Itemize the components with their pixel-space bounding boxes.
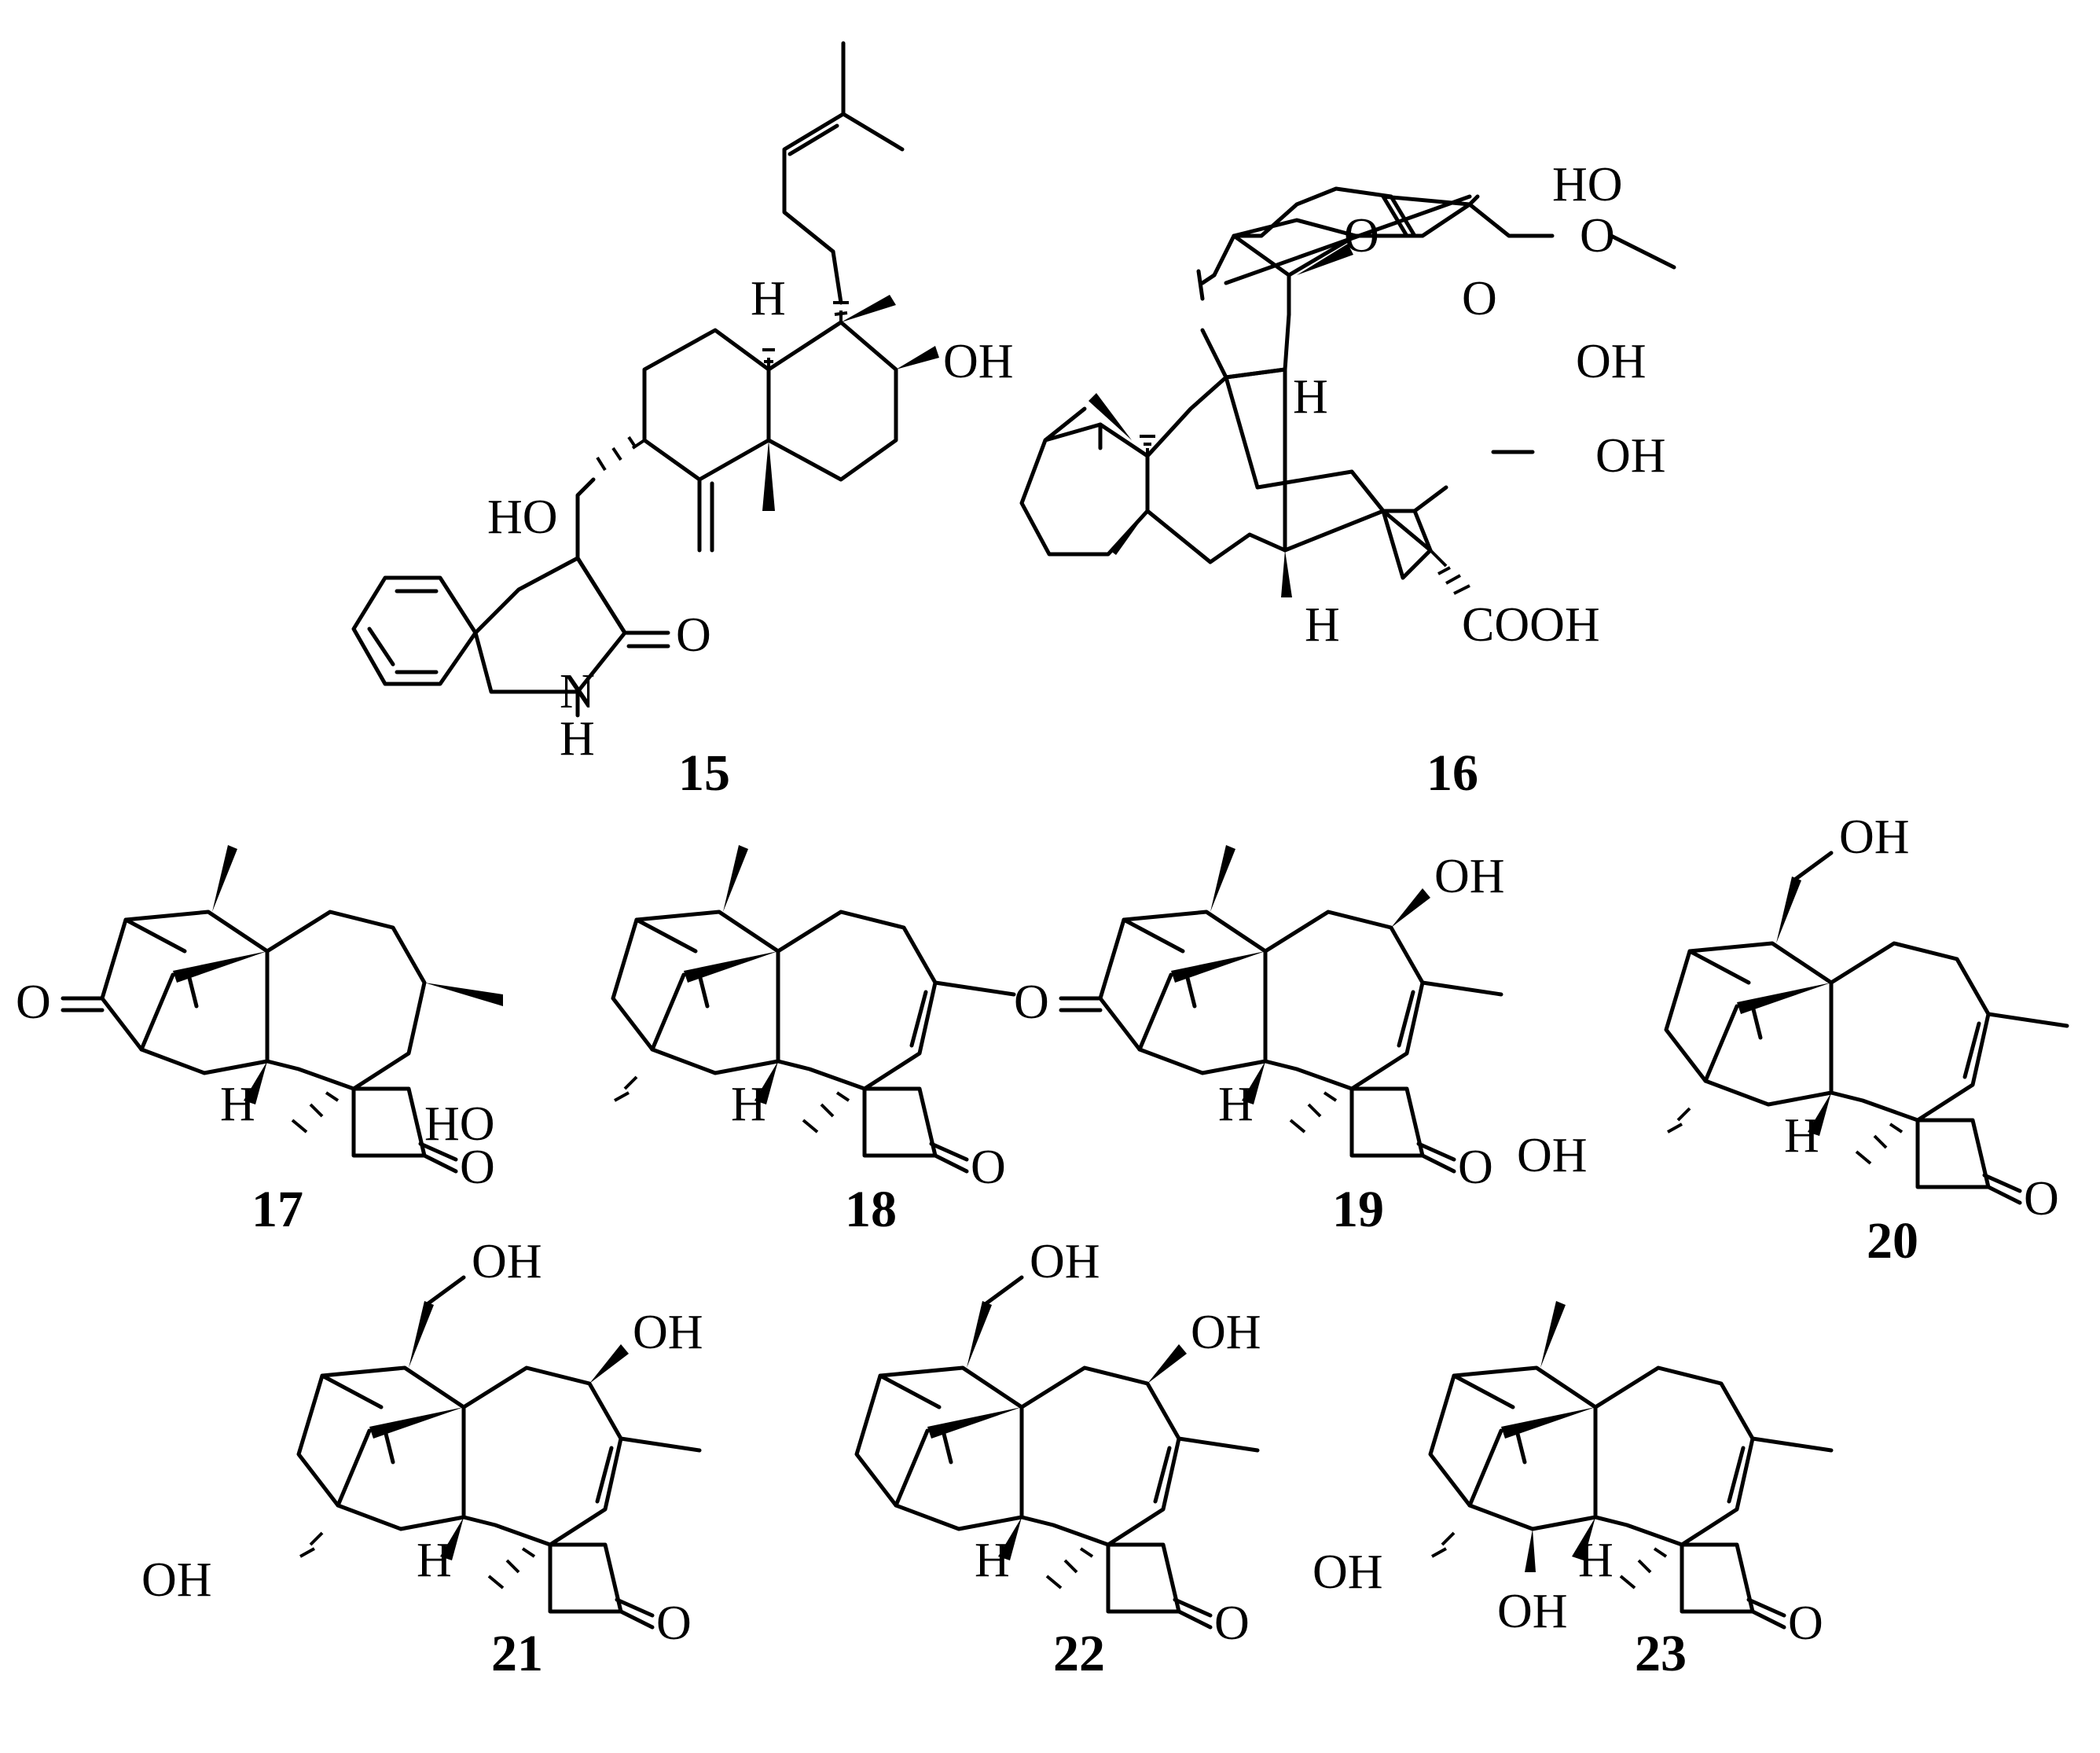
c23-cyclobutanone-o-label: O [1788, 1597, 1823, 1650]
c21-oh-label: OH [633, 1306, 703, 1359]
compound-23: OH OH O H 23 [1312, 1301, 1834, 1682]
c16-sugar-oh-label: OH [1576, 335, 1647, 388]
c20-cyclobutanone-o-label: O [2024, 1172, 2059, 1226]
compound-label-23: 23 [1635, 1625, 1687, 1682]
compound-19: O OH O H 19 [1014, 845, 1505, 1238]
compound-18: HO O H 18 [424, 845, 1016, 1238]
c17-ketone-o-label: O [16, 976, 51, 1029]
compound-label-21: 21 [491, 1625, 543, 1682]
compound-label-19: 19 [1332, 1181, 1384, 1238]
c22-oh-label: OH [1191, 1306, 1261, 1359]
c19-cyclobutanone-o-label: O [1458, 1141, 1493, 1194]
c20-ch2oh-label: OH [1839, 810, 1910, 864]
c16-oh-label: OH [1595, 429, 1666, 483]
c16-cooh-label: COOH [1462, 598, 1600, 652]
c18-ho-label: HO [424, 1097, 495, 1151]
c23-oh2-label: OH [1497, 1585, 1568, 1638]
c16-ring-o-label: O [1344, 209, 1379, 263]
c15-n-label: N [560, 665, 595, 718]
compound-20: OH OH O H 20 [1517, 810, 2069, 1270]
c16-h-top-label: H [1293, 370, 1328, 424]
c16-methoxy-o-label: O [1580, 209, 1615, 263]
c16-glycosidic-o-label: O [1462, 272, 1497, 325]
c15-carbonyl-o-label: O [676, 608, 711, 662]
c20-oh-label: OH [1517, 1129, 1588, 1182]
compound-label-17: 17 [251, 1181, 303, 1238]
c19-h-label: H [1218, 1078, 1254, 1131]
c21-h-label: H [417, 1534, 452, 1587]
compound-15: OH HO O N H H 15 [351, 41, 1014, 802]
c22-ch2oh-label: OH [1030, 1235, 1100, 1288]
c23-h-label: H [1578, 1534, 1614, 1587]
compound-label-15: 15 [678, 744, 730, 802]
c19-ketone-o-label: O [1014, 976, 1049, 1029]
c15-nh-label: H [560, 712, 595, 766]
compound-label-16: 16 [1426, 744, 1478, 802]
c21-cyclobutanone-o-label: O [656, 1597, 692, 1650]
c15-oh-label: OH [943, 335, 1014, 388]
compound-label-20: 20 [1867, 1212, 1918, 1270]
c17-h-label: H [220, 1078, 255, 1131]
c19-oh-label: OH [1434, 850, 1505, 903]
compound-label-18: 18 [845, 1181, 897, 1238]
c22-cyclobutanone-o-label: O [1214, 1597, 1250, 1650]
compound-label-22: 22 [1053, 1625, 1105, 1682]
c23-oh-label: OH [1312, 1545, 1383, 1599]
compound-16: HO O O O OH OH H H COOH 16 [1019, 158, 1676, 802]
compound-21: OH OH OH O H 21 [141, 1235, 703, 1682]
c16-h-bottom-label: H [1305, 598, 1340, 652]
c15-h-label: H [751, 272, 786, 325]
c18-h-label: H [731, 1078, 766, 1131]
c17-cyclobutanone-o-label: O [460, 1141, 495, 1194]
compound-17: O O H 17 [16, 845, 503, 1238]
c20-h-label: H [1784, 1109, 1819, 1163]
c16-ho-label: HO [1552, 158, 1623, 211]
c15-ho-label: HO [487, 491, 558, 544]
c21-oh2-label: OH [141, 1553, 212, 1607]
compound-22: OH OH O H 22 [854, 1235, 1261, 1682]
c22-h-label: H [975, 1534, 1010, 1587]
c21-ch2oh-label: OH [472, 1235, 542, 1288]
c18-cyclobutanone-o-label: O [971, 1141, 1006, 1194]
